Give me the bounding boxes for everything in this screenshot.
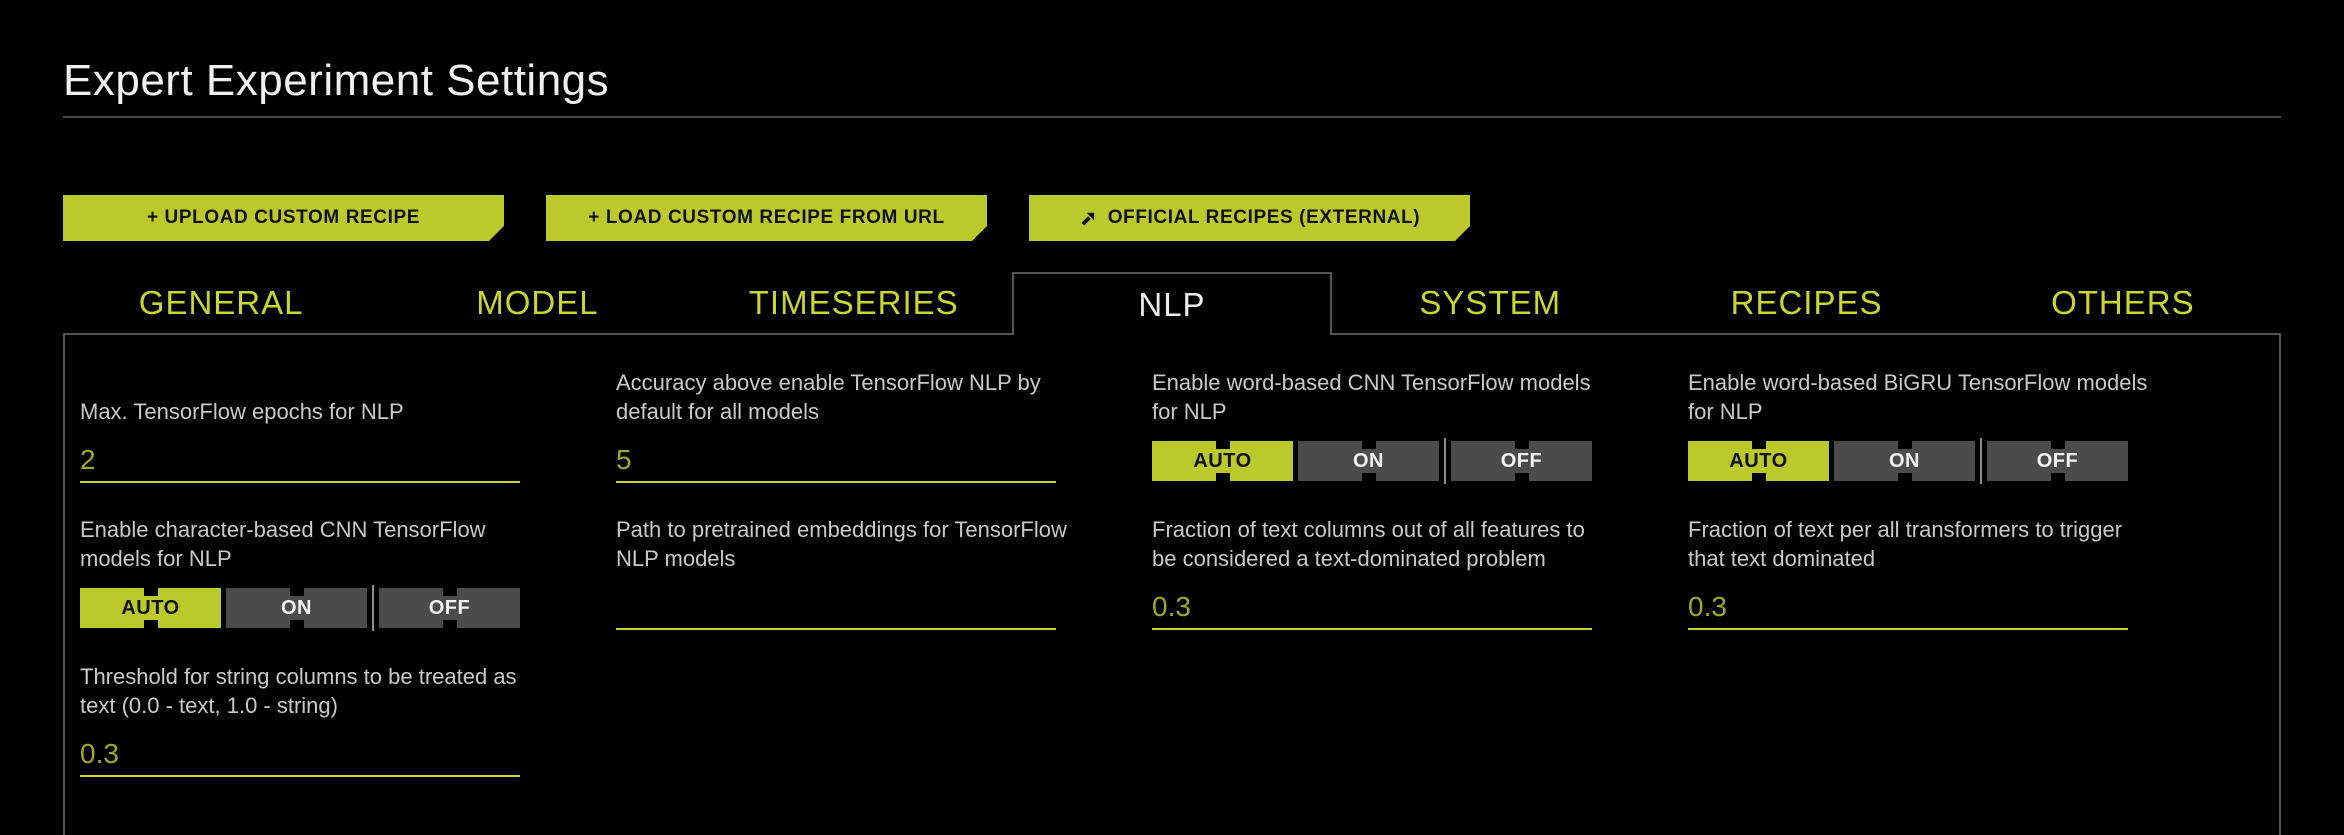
tab-general[interactable]: GENERAL: [138, 283, 304, 321]
setting-text-transformers-fraction: Fraction of text per all transformers to…: [1688, 515, 2224, 630]
string-columns-threshold-input[interactable]: 0.3: [80, 733, 520, 777]
setting-label: Threshold for string columns to be treat…: [80, 664, 517, 718]
setting-label: Enable character-based CNN TensorFlow mo…: [80, 517, 486, 571]
recipe-toolbar: + UPLOAD CUSTOM RECIPE + LOAD CUSTOM REC…: [63, 195, 2281, 241]
settings-grid: Max. TensorFlow epochs for NLP 2 Accurac…: [80, 368, 2279, 809]
word-cnn-toggle: AUTO ON OFF: [1152, 438, 1592, 484]
toggle-option-auto[interactable]: AUTO: [1152, 441, 1293, 481]
setting-accuracy-enable-tf-nlp: Accuracy above enable TensorFlow NLP by …: [616, 368, 1152, 483]
external-link-icon: [1079, 209, 1098, 228]
setting-text-columns-fraction: Fraction of text columns out of all feat…: [1152, 515, 1688, 630]
input-value: 0.3: [1152, 591, 1191, 622]
setting-string-columns-threshold: Threshold for string columns to be treat…: [80, 662, 616, 777]
toggle-option-off[interactable]: OFF: [1987, 441, 2128, 481]
toggle-divider: [1444, 438, 1446, 484]
setting-word-cnn-models: Enable word-based CNN TensorFlow models …: [1152, 368, 1688, 484]
input-value: 2: [80, 444, 96, 475]
nlp-settings-panel: Max. TensorFlow epochs for NLP 2 Accurac…: [63, 333, 2281, 835]
tab-system[interactable]: SYSTEM: [1419, 283, 1562, 321]
setting-label: Path to pretrained embeddings for Tensor…: [616, 517, 1067, 571]
official-recipes-button[interactable]: OFFICIAL RECIPES (EXTERNAL): [1029, 195, 1470, 241]
text-columns-fraction-input[interactable]: 0.3: [1152, 586, 1592, 630]
tab-recipes[interactable]: RECIPES: [1730, 283, 1883, 321]
setting-char-cnn-models: Enable character-based CNN TensorFlow mo…: [80, 515, 616, 631]
toggle-divider: [1980, 438, 1982, 484]
toggle-option-on[interactable]: ON: [1298, 441, 1439, 481]
tab-model[interactable]: MODEL: [476, 283, 599, 321]
settings-tab-bar: GENERAL MODEL TIMESERIES NLP SYSTEM RECI…: [63, 272, 2281, 335]
setting-pretrained-embeddings-path: Path to pretrained embeddings for Tensor…: [616, 515, 1152, 630]
page-title: Expert Experiment Settings: [63, 56, 610, 105]
toggle-option-on[interactable]: ON: [1834, 441, 1975, 481]
input-value: 5: [616, 444, 632, 475]
setting-max-tensorflow-epochs: Max. TensorFlow epochs for NLP 2: [80, 368, 616, 483]
upload-custom-recipe-button[interactable]: + UPLOAD CUSTOM RECIPE: [63, 195, 504, 241]
max-tensorflow-epochs-input[interactable]: 2: [80, 439, 520, 483]
input-value: 0.3: [80, 738, 119, 769]
setting-label: Fraction of text columns out of all feat…: [1152, 517, 1585, 571]
load-custom-recipe-url-label: + LOAD CUSTOM RECIPE FROM URL: [588, 207, 945, 228]
accuracy-enable-tf-nlp-input[interactable]: 5: [616, 439, 1056, 483]
char-cnn-toggle: AUTO ON OFF: [80, 585, 520, 631]
setting-label: Enable word-based BiGRU TensorFlow model…: [1688, 370, 2148, 424]
pretrained-embeddings-path-input[interactable]: [616, 586, 1056, 630]
setting-word-bigru-models: Enable word-based BiGRU TensorFlow model…: [1688, 368, 2224, 484]
tab-others[interactable]: OTHERS: [2051, 283, 2195, 321]
official-recipes-label: OFFICIAL RECIPES (EXTERNAL): [1107, 207, 1421, 228]
word-bigru-toggle: AUTO ON OFF: [1688, 438, 2128, 484]
toggle-option-on[interactable]: ON: [226, 588, 367, 628]
toggle-option-auto[interactable]: AUTO: [1688, 441, 1829, 481]
setting-label: Accuracy above enable TensorFlow NLP by …: [616, 370, 1041, 424]
setting-label: Enable word-based CNN TensorFlow models …: [1152, 370, 1591, 424]
toggle-option-auto[interactable]: AUTO: [80, 588, 221, 628]
tab-nlp[interactable]: NLP: [1011, 272, 1333, 335]
toggle-option-off[interactable]: OFF: [379, 588, 520, 628]
upload-custom-recipe-label: + UPLOAD CUSTOM RECIPE: [146, 207, 421, 228]
toggle-option-off[interactable]: OFF: [1451, 441, 1592, 481]
page-header: Expert Experiment Settings: [63, 0, 2281, 118]
text-transformers-fraction-input[interactable]: 0.3: [1688, 586, 2128, 630]
toggle-divider: [372, 585, 374, 631]
load-custom-recipe-url-button[interactable]: + LOAD CUSTOM RECIPE FROM URL: [546, 195, 987, 241]
setting-label: Max. TensorFlow epochs for NLP: [80, 399, 404, 424]
tab-timeseries[interactable]: TIMESERIES: [748, 283, 959, 321]
input-value: 0.3: [1688, 591, 1727, 622]
setting-label: Fraction of text per all transformers to…: [1688, 517, 2123, 571]
